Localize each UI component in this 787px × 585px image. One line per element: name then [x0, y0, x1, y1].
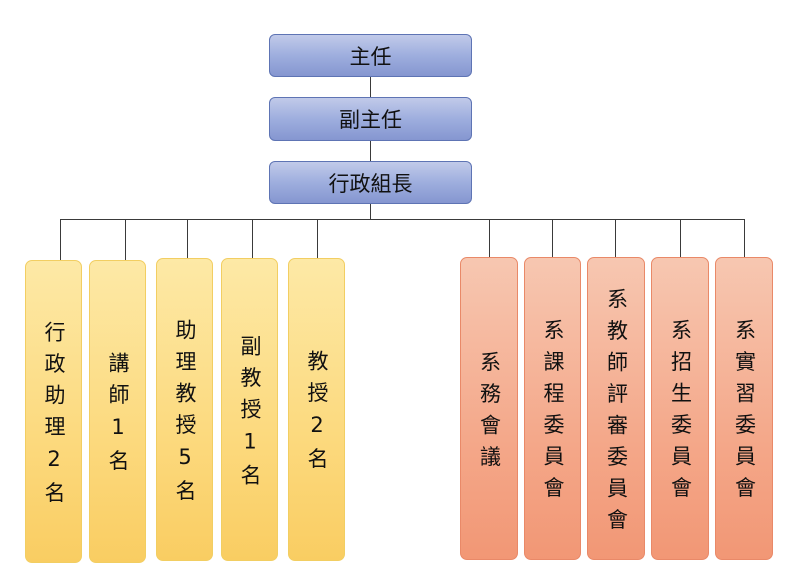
- node-admin-leader-label: 行政組長: [328, 171, 413, 196]
- node-deputy-director: 副主任: [269, 97, 472, 141]
- connector-drop: [60, 219, 61, 260]
- node-label: 助理教授5名: [173, 318, 197, 511]
- connector-drop: [615, 219, 616, 260]
- node-label: 系招生委員會: [668, 319, 693, 509]
- node-admin-assistants: 行政助理2名: [25, 260, 82, 563]
- node-internship-committee: 系實習委員會: [715, 257, 773, 560]
- node-admin-leader: 行政組長: [269, 161, 472, 204]
- connector-drop: [125, 219, 126, 260]
- node-label: 系教師評審委員會: [604, 287, 629, 540]
- node-curriculum-committee: 系課程委員會: [524, 257, 581, 560]
- node-label: 副教授1名: [238, 334, 262, 496]
- connector-deputy-admin: [370, 141, 371, 161]
- connector-drop: [489, 219, 490, 260]
- connector-horizontal-bus: [60, 219, 744, 220]
- connector-drop: [552, 219, 553, 260]
- node-admissions-committee: 系招生委員會: [651, 257, 709, 560]
- node-assistant-professors: 助理教授5名: [156, 258, 213, 561]
- node-label: 系務會議: [477, 350, 502, 477]
- node-director: 主任: [269, 34, 472, 77]
- node-label: 系課程委員會: [541, 319, 565, 509]
- connector-drop: [680, 219, 681, 260]
- connector-drop: [744, 219, 745, 260]
- node-label: 系實習委員會: [732, 319, 757, 509]
- connector-admin-bus: [370, 204, 371, 220]
- node-professors: 教授2名: [288, 258, 345, 561]
- connector-director-deputy: [370, 77, 371, 97]
- node-label: 講師1名: [106, 352, 130, 482]
- node-associate-professor: 副教授1名: [221, 258, 278, 561]
- node-lecturers: 講師1名: [89, 260, 146, 563]
- node-label: 教授2名: [305, 350, 329, 480]
- node-director-label: 主任: [349, 44, 392, 69]
- node-label: 行政助理2名: [42, 320, 66, 513]
- connector-drop: [317, 219, 318, 260]
- connector-drop: [252, 219, 253, 260]
- node-deputy-director-label: 副主任: [339, 108, 402, 132]
- node-faculty-review-committee: 系教師評審委員會: [587, 257, 645, 560]
- node-department-meeting: 系務會議: [460, 257, 518, 560]
- connector-drop: [187, 219, 188, 260]
